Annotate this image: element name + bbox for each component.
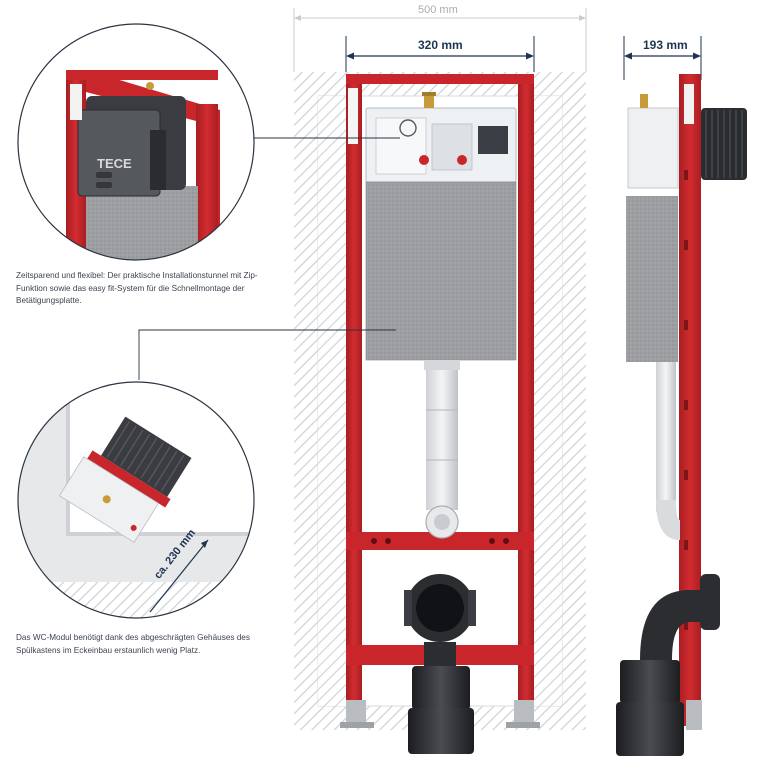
- detail-circle-tunnel: [17, 23, 255, 261]
- detail-circle-corner: [17, 381, 255, 619]
- leader-lines: [138, 137, 400, 380]
- dimension-frame-width: [345, 36, 535, 72]
- caption-installation-tunnel: Zeitsparend und flexibel: Der praktische…: [16, 271, 258, 305]
- label-overall-width: 500 mm: [418, 4, 458, 16]
- dimension-depth: [623, 36, 702, 80]
- label-depth: 193 mm: [643, 38, 688, 52]
- caption-corner-install: Das WC-Modul benötigt dank des abgeschrä…: [16, 633, 250, 655]
- label-frame-width: 320 mm: [418, 38, 463, 52]
- front-view: [340, 74, 540, 754]
- tece-logo: TECE: [97, 156, 132, 171]
- side-view: [616, 74, 747, 756]
- dimension-overall-width: [293, 8, 587, 72]
